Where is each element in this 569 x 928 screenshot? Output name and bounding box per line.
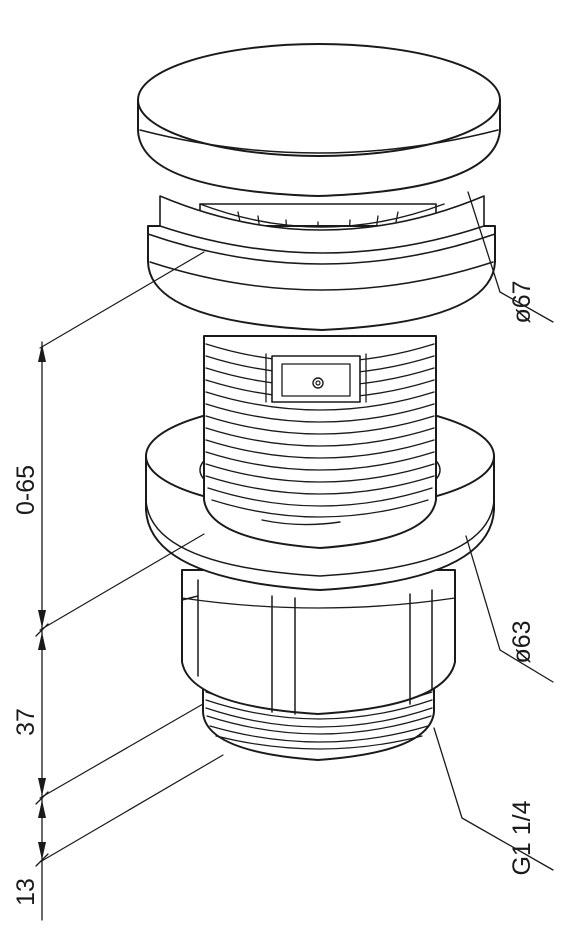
flange-diameter-label: ø63 [508, 620, 536, 663]
arrow-head [38, 800, 46, 818]
thread-length-label: 13 [12, 878, 40, 906]
body-height-label: 37 [12, 708, 40, 736]
dimension-axis [35, 341, 49, 921]
extension-lines [39, 251, 224, 863]
hex-nut-body [181, 569, 456, 715]
arrow-head [38, 610, 46, 628]
arrow-head [38, 632, 46, 650]
threaded-stem [203, 335, 437, 549]
thread-size-label: G1 1/4 [508, 800, 536, 875]
arrow-head [38, 778, 46, 796]
cap-assembly [137, 43, 501, 331]
arrow-head [38, 842, 46, 860]
cap-diameter-label: ø67 [508, 280, 536, 323]
adjust-range-label: 0-65 [12, 465, 40, 515]
leader-lines [433, 191, 554, 871]
arrow-head [38, 344, 46, 362]
